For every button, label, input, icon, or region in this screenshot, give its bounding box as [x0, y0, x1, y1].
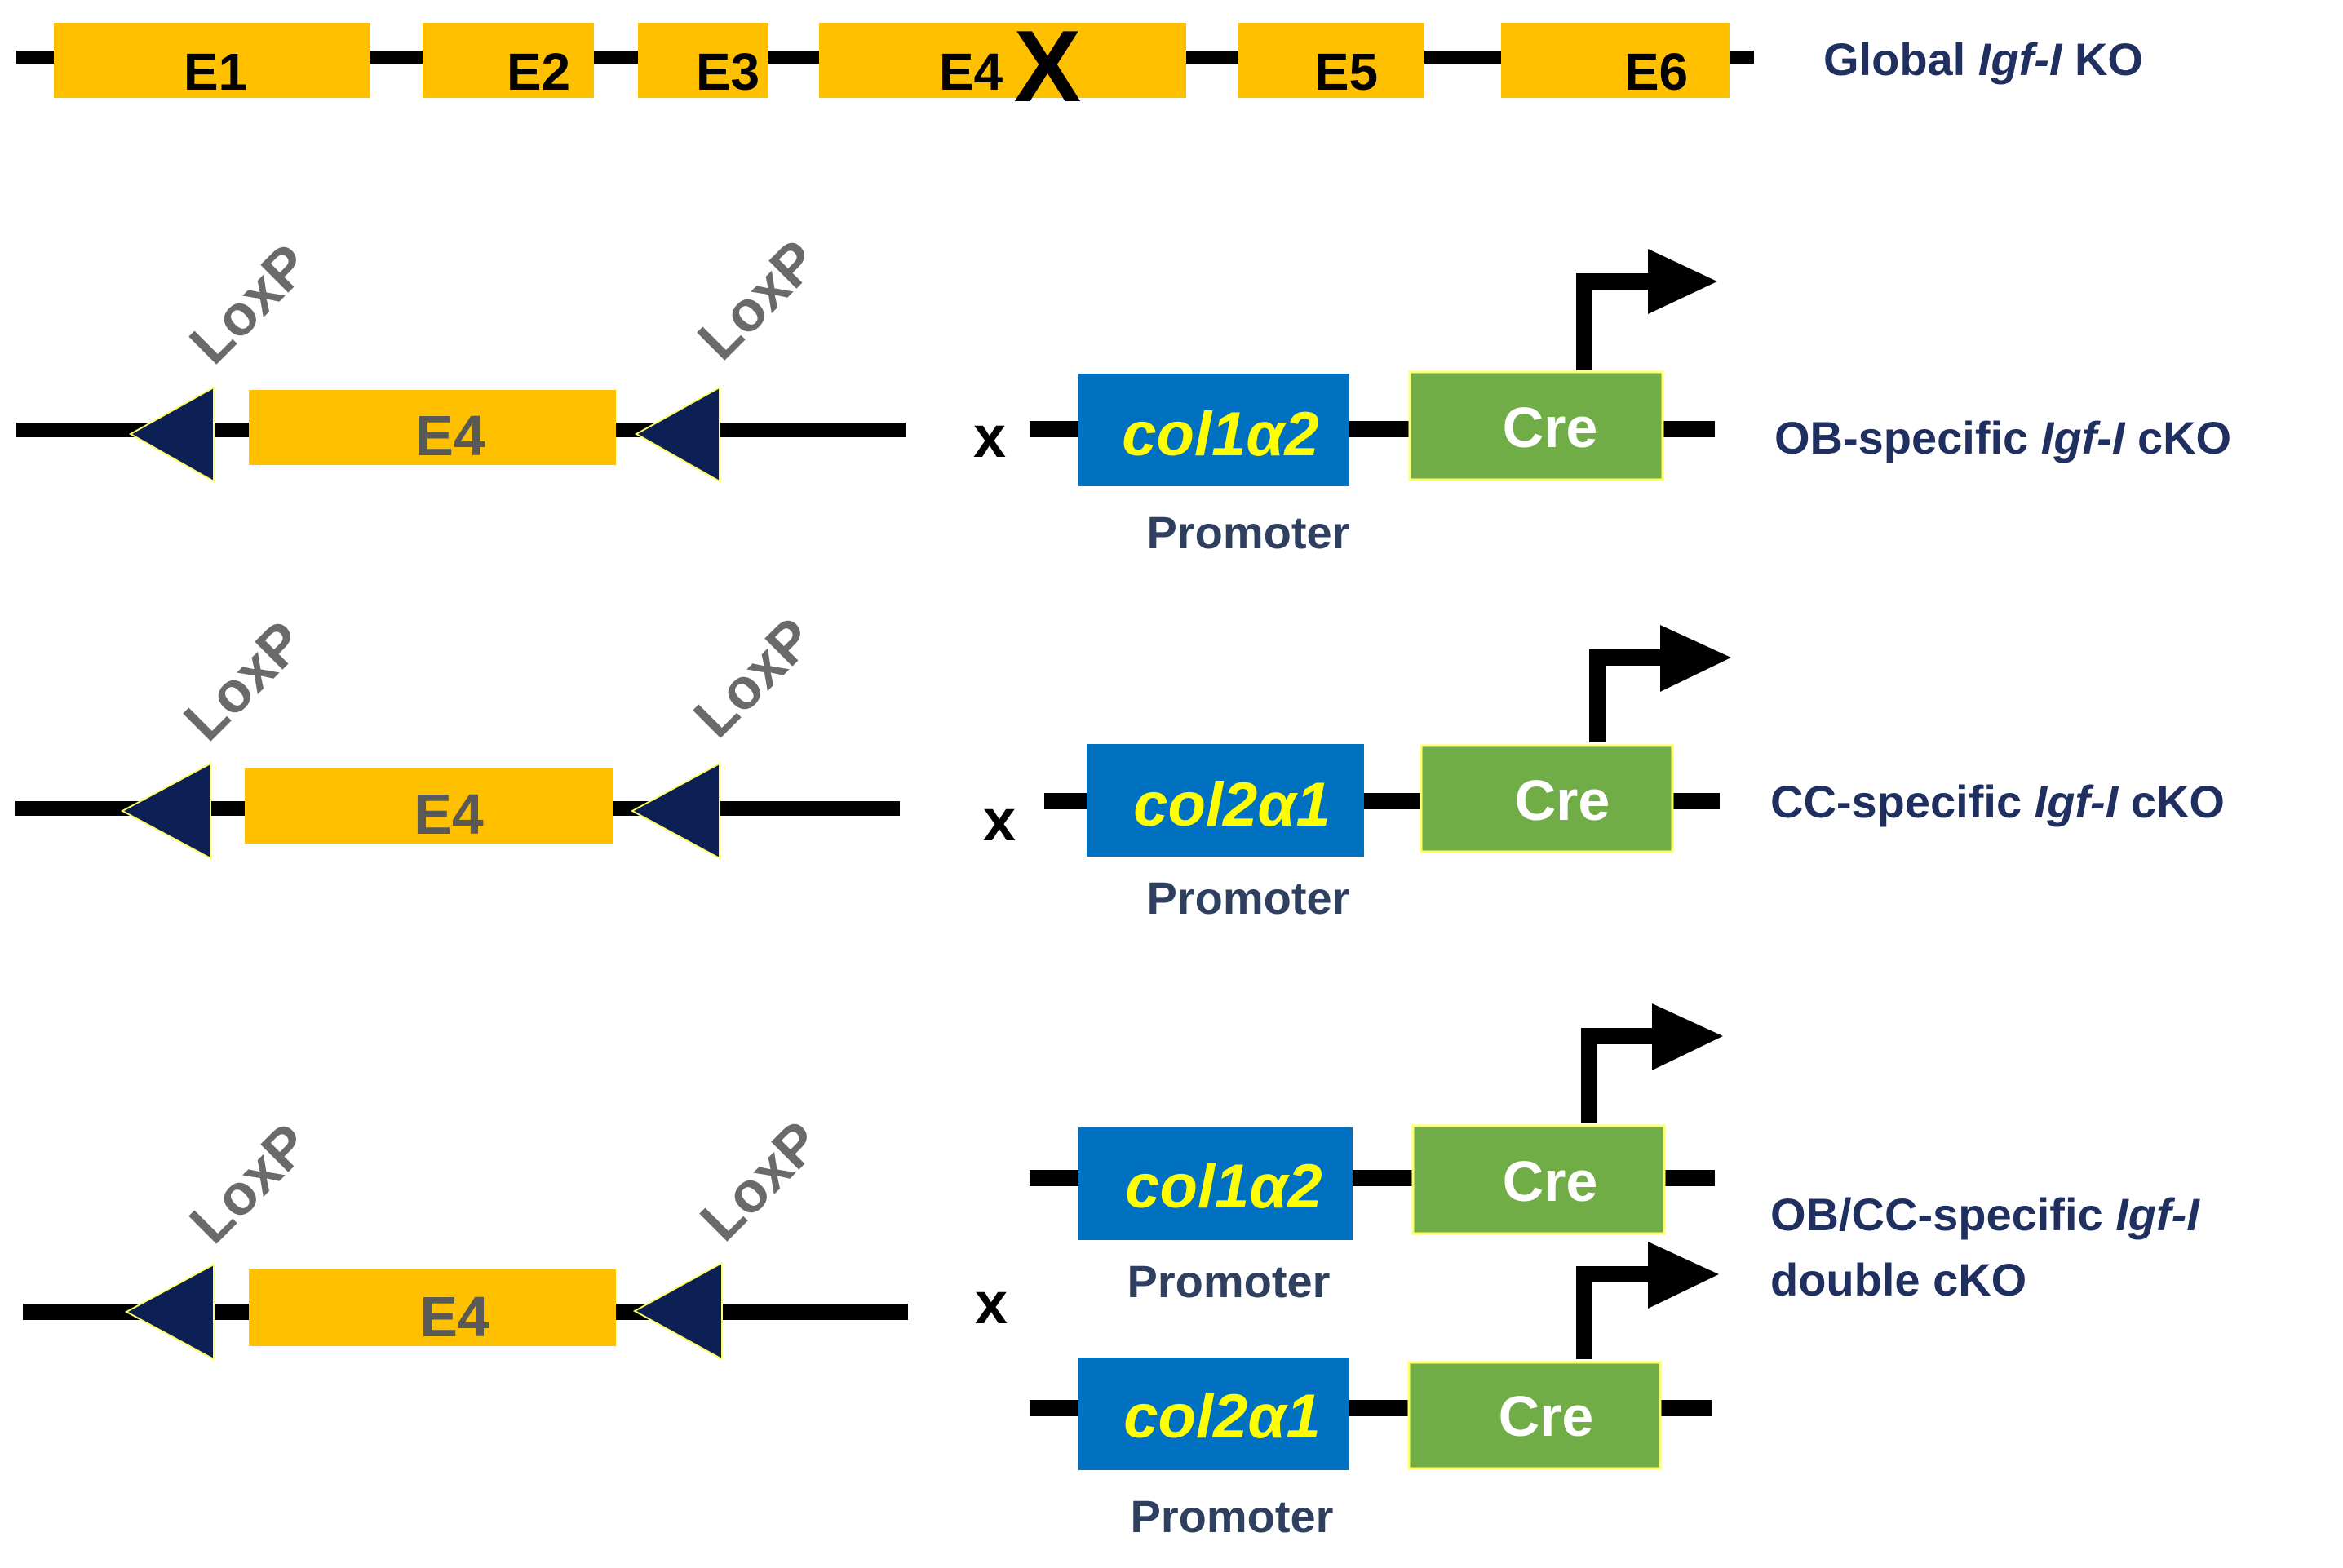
promoter-label: Promoter [1127, 1256, 1331, 1307]
loxp-left-label: LoxP [177, 1111, 321, 1255]
promoter-box [1078, 1127, 1353, 1240]
exon-e1 [54, 23, 370, 98]
cre-box [1407, 1361, 1662, 1470]
exon-e5 [1238, 23, 1424, 98]
promoter-box [1087, 744, 1364, 857]
cc-cko-label: CC-specific Igf-I cKO [1770, 776, 2225, 827]
promoter-gene-label: col2α1 [1123, 1382, 1320, 1451]
floxed-exon-e4 [245, 768, 613, 844]
exon-e4 [819, 23, 1186, 98]
loxp-left-icon [120, 762, 211, 860]
double-row: E4 LoxP LoxP x col1α2 Promoter Cre col2α… [23, 1003, 2200, 1542]
loxp-left-icon [128, 386, 215, 483]
double-cko-label-line1: OB/CC-specific Igf-I [1770, 1189, 2200, 1240]
arrowhead-icon [1648, 249, 1717, 314]
loxp-right-icon [632, 1261, 723, 1361]
double-cko-label-line2: double cKO [1770, 1254, 2026, 1305]
exon-e3-label: E3 [696, 42, 760, 101]
loxp-left-label: LoxP [171, 609, 315, 752]
loxp-right-label: LoxP [685, 228, 829, 371]
exon-e6 [1501, 23, 1730, 98]
floxed-exon-e4-label: E4 [415, 404, 485, 467]
loxp-left-label: LoxP [177, 232, 321, 375]
promoter-gene-label: col1α2 [1122, 400, 1318, 469]
loxp-right-label: LoxP [688, 1109, 831, 1252]
loxp-left-icon [124, 1263, 215, 1361]
cc-row: E4 LoxP LoxP x col2α1 Promoter Cre CC-sp… [15, 605, 2225, 924]
exon-e6-label: E6 [1624, 42, 1688, 101]
loxp-right-icon [634, 386, 720, 483]
floxed-exon-e4 [249, 1269, 616, 1346]
col1a2-cre-transgene: col1α2 Promoter Cre [1030, 1003, 1723, 1307]
arrowhead-icon [1648, 1242, 1719, 1309]
cre-label: Cre [1503, 1149, 1598, 1213]
global-ko-label: Global Igf-I KO [1823, 33, 2143, 85]
col2a1-cre-transgene: col2α1 Promoter Cre [1030, 1242, 1719, 1542]
cre-label: Cre [1499, 1384, 1594, 1448]
cre-label: Cre [1515, 768, 1610, 832]
transcription-start-arrow-icon [1589, 649, 1668, 742]
promoter-label: Promoter [1131, 1490, 1334, 1542]
cross-symbol: x [975, 1271, 1008, 1336]
transcription-start-arrow-icon [1576, 1266, 1656, 1359]
transcription-start-arrow-icon [1576, 273, 1656, 370]
promoter-gene-label: col2α1 [1133, 770, 1330, 839]
cross-symbol: x [973, 405, 1006, 470]
floxed-exon-e4-label: E4 [414, 782, 484, 846]
exon-e4-label: E4 [939, 42, 1003, 101]
floxed-exon-e4-label: E4 [419, 1285, 489, 1349]
deletion-mark: X [1014, 11, 1082, 123]
promoter-label: Promoter [1147, 507, 1350, 558]
global-ko-row: E1 E2 E3 E4 E5 E6 X Global Igf-I KO [16, 11, 2143, 123]
promoter-box [1078, 374, 1349, 486]
arrowhead-icon [1660, 625, 1731, 692]
exon-e2 [423, 23, 594, 98]
cre-box [1408, 370, 1664, 481]
arrowhead-icon [1652, 1003, 1723, 1070]
exon-e3 [638, 23, 768, 98]
exon-e1-label: E1 [184, 42, 247, 101]
loxp-right-icon [630, 762, 720, 860]
cross-symbol: x [983, 788, 1016, 853]
cre-label: Cre [1503, 396, 1598, 459]
ob-row: E4 LoxP LoxP x col1α2 Promoter Cre OB-sp… [16, 228, 2231, 558]
cre-box [1420, 744, 1674, 853]
promoter-gene-label: col1α2 [1125, 1152, 1322, 1221]
loxp-right-label: LoxP [681, 605, 825, 749]
floxed-exon-e4 [249, 390, 616, 465]
transcription-start-arrow-icon [1581, 1028, 1660, 1123]
exon-e2-label: E2 [507, 42, 570, 101]
promoter-box [1078, 1358, 1349, 1470]
promoter-label: Promoter [1147, 872, 1350, 924]
ob-cko-label: OB-specific Igf-I cKO [1774, 412, 2231, 463]
exon-e5-label: E5 [1314, 42, 1378, 101]
cre-box [1411, 1124, 1666, 1235]
